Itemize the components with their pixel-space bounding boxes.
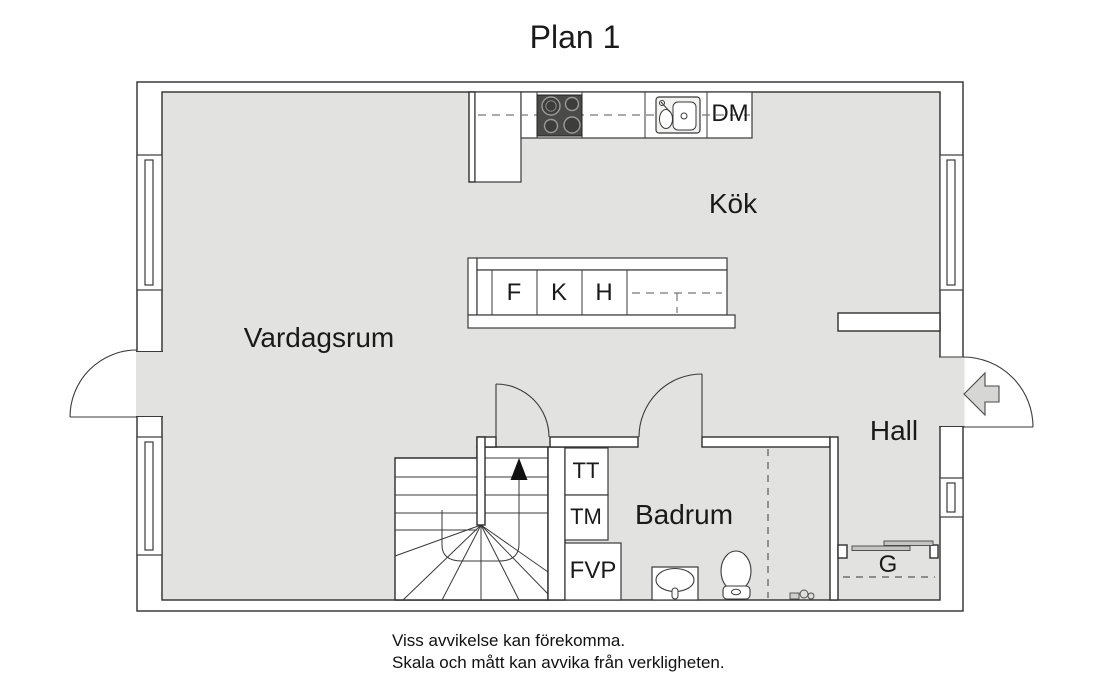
label-dryer: TT <box>572 458 600 483</box>
kitchen-sink-icon <box>655 96 701 134</box>
stair-outline <box>394 446 549 601</box>
heatpump-box <box>564 542 622 601</box>
washer-box <box>564 494 609 541</box>
window-right-upper <box>939 154 964 291</box>
wardrobe-stub-right <box>929 544 939 559</box>
stair-walk-line <box>441 480 520 562</box>
badrum-right-wall <box>829 436 839 601</box>
door-swing-arc <box>638 373 703 438</box>
label-heatpump: FVP <box>569 557 617 584</box>
kitchen-wall-stub <box>468 91 476 183</box>
left-exterior-door <box>69 349 163 418</box>
room-label-hall: Hall <box>869 415 919 446</box>
sliding-door-panel <box>883 540 934 546</box>
washbasin-icon <box>651 566 699 601</box>
kok-hall-wall <box>837 312 941 332</box>
label-dishwasher: DM <box>711 100 749 127</box>
badrum-door <box>638 373 703 438</box>
wardrobe <box>837 540 939 578</box>
entrance-arrow-icon <box>963 371 1000 417</box>
room-label-kok: Kök <box>708 188 758 219</box>
stair-door <box>495 383 550 438</box>
tall-cabinet <box>474 91 522 183</box>
window-left-lower <box>136 436 163 556</box>
label-wardrobe: G <box>878 551 898 578</box>
sliding-door-panel <box>851 545 911 551</box>
disclaimer-line-1: Viss avvikelse kan förekomma. <box>392 631 626 650</box>
door-opening <box>939 357 965 427</box>
window-left-upper <box>136 154 163 291</box>
badrum-left-wall <box>547 446 566 601</box>
stair-up-arrow-icon <box>510 458 528 480</box>
kitchen-island <box>467 257 736 329</box>
floor-drain-icon <box>789 589 815 600</box>
entrance-door <box>939 356 1034 428</box>
bathroom <box>547 373 839 601</box>
room-label-badrum: Badrum <box>634 499 734 530</box>
kitchen-counter <box>468 91 753 183</box>
stair-winders <box>394 524 549 601</box>
disclaimer: Viss avvikelse kan förekomma. Skala och … <box>392 630 725 674</box>
label-hob: H <box>595 279 613 306</box>
page-title: Plan 1 <box>529 19 621 55</box>
label-fridge: F <box>506 279 522 306</box>
door-swing-arc <box>962 356 1034 428</box>
window-right-lower <box>939 477 964 518</box>
door-swing-arc <box>495 383 550 438</box>
door-swing-arc <box>69 349 138 418</box>
stair-centre-wall <box>476 436 486 526</box>
stove-icon <box>536 94 583 137</box>
label-washer: TM <box>570 504 602 529</box>
disclaimer-line-2: Skala och mått kan avvika från verklighe… <box>392 652 725 672</box>
toilet-icon <box>720 550 752 600</box>
badrum-top-wall-left <box>549 436 639 448</box>
door-opening <box>136 351 163 417</box>
label-freezer: K <box>550 279 568 306</box>
wardrobe-stub-left <box>837 544 848 559</box>
badrum-top-wall-right <box>701 436 831 448</box>
room-label-vardagsrum: Vardagsrum <box>243 322 395 353</box>
